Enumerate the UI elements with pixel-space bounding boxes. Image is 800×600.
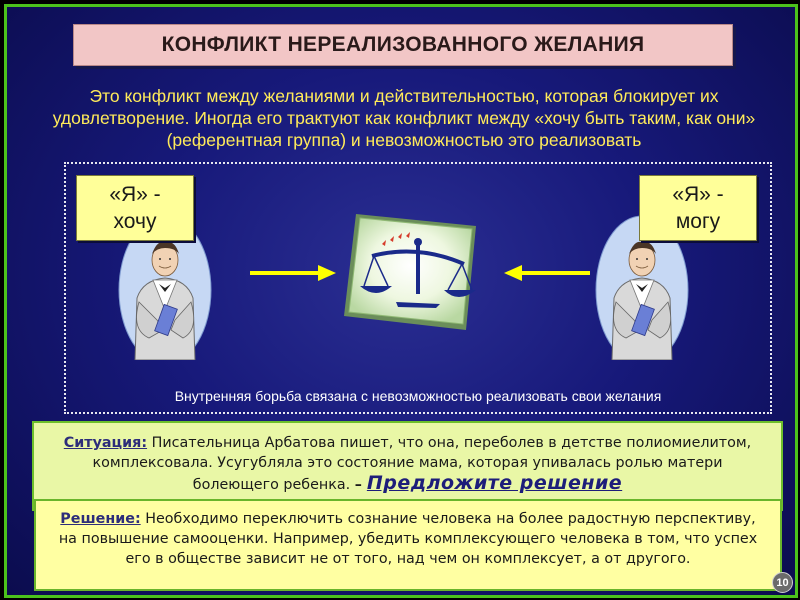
conflict-diagram: «Я» - хочу «Я» - могу bbox=[64, 162, 772, 414]
man-in-suit-right-figure bbox=[595, 215, 689, 360]
intro-text: Это конфликт между желаниями и действите… bbox=[52, 86, 756, 150]
i-can-bubble: «Я» - могу bbox=[639, 175, 757, 241]
slide-title-text: КОНФЛИКТ НЕРЕАЛИЗОВАННОГО ЖЕЛАНИЯ bbox=[161, 33, 645, 56]
i-can-line2: могу bbox=[675, 210, 721, 233]
slide-title: КОНФЛИКТ НЕРЕАЛИЗОВАННОГО ЖЕЛАНИЯ bbox=[73, 24, 733, 66]
situation-dash: – bbox=[354, 477, 367, 493]
i-want-line1: «Я» - bbox=[109, 183, 161, 206]
man-in-suit-left-figure bbox=[118, 215, 212, 360]
scales-of-justice-icon bbox=[344, 214, 476, 330]
slide: КОНФЛИКТ НЕРЕАЛИЗОВАННОГО ЖЕЛАНИЯ Это ко… bbox=[4, 4, 798, 598]
arrow-right-icon bbox=[250, 265, 336, 281]
i-want-line2: хочу bbox=[113, 210, 157, 233]
i-want-bubble: «Я» - хочу bbox=[76, 175, 194, 241]
solution-label: Решение: bbox=[60, 511, 141, 527]
page-number-badge: 10 bbox=[772, 572, 793, 593]
situation-box: Ситуация: Писательница Арбатова пишет, ч… bbox=[32, 421, 783, 511]
propose-solution-link: Предложите решение bbox=[366, 472, 623, 494]
solution-box: Решение: Необходимо переключить сознание… bbox=[34, 499, 782, 591]
i-can-line1: «Я» - bbox=[672, 183, 724, 206]
arrow-left-icon bbox=[504, 265, 590, 281]
solution-text: Необходимо переключить сознание человека… bbox=[58, 511, 758, 567]
situation-label: Ситуация: bbox=[63, 435, 148, 451]
situation-text: Писательница Арбатова пишет, что она, пе… bbox=[92, 435, 752, 493]
diagram-caption: Внутренняя борьба связана с невозможност… bbox=[174, 388, 662, 404]
